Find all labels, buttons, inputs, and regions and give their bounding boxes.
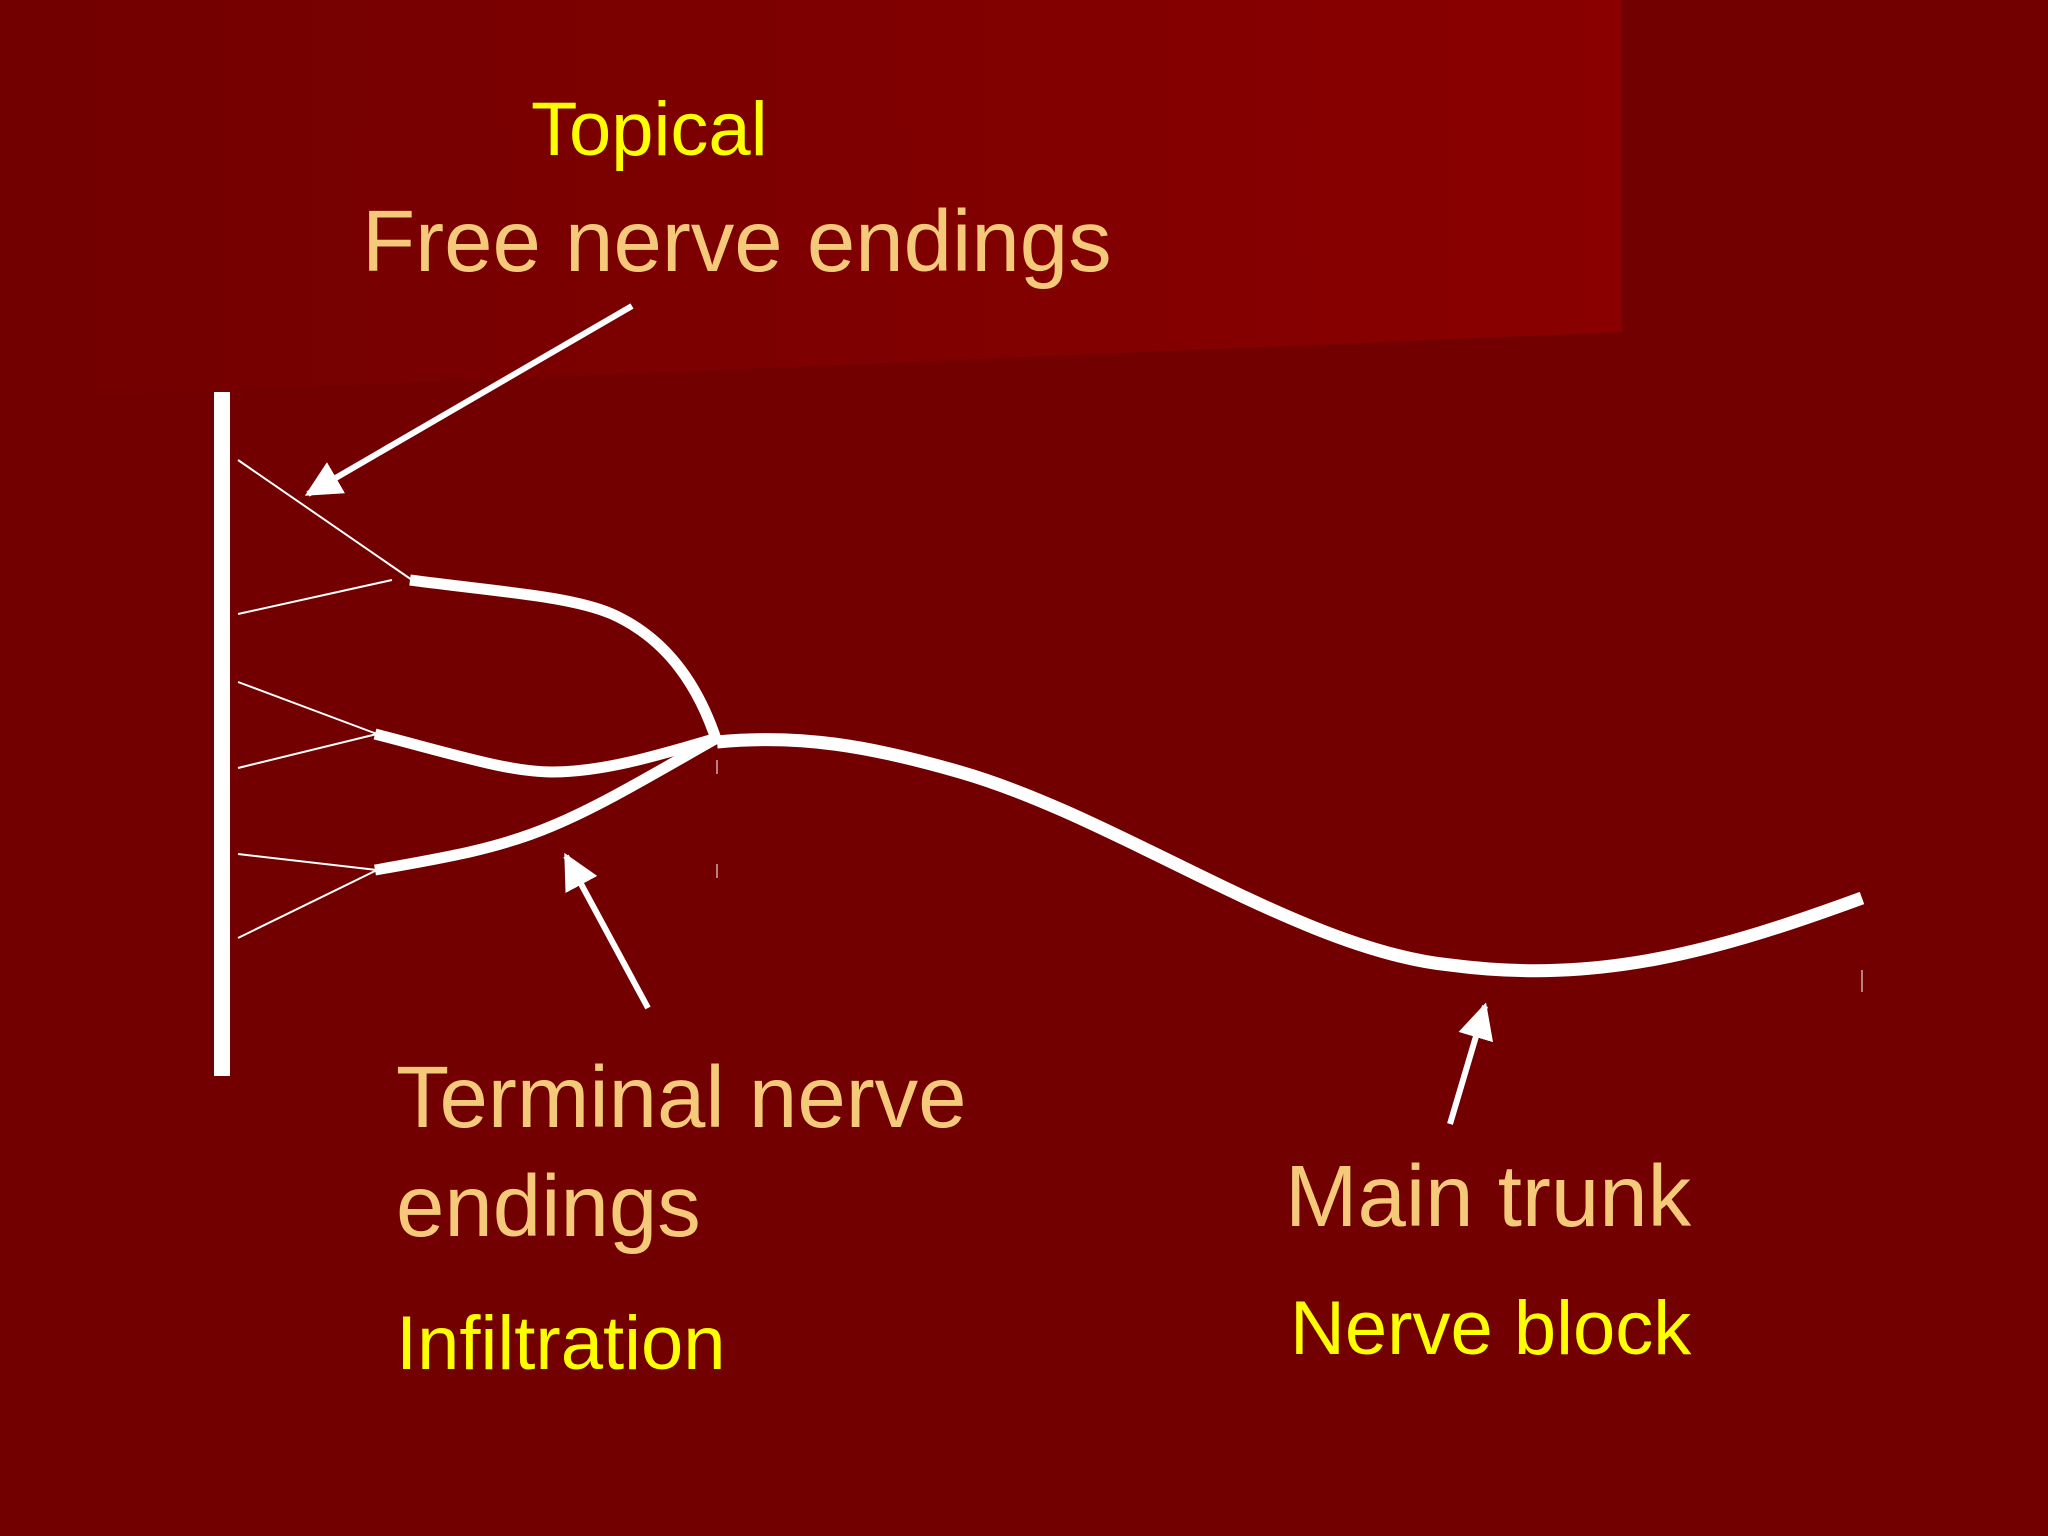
terminal-nerve-endings-label-line2: endings [396,1158,701,1255]
header-gradient-band [0,0,1622,400]
nerve-block-arrow [1447,1002,1494,1125]
main-trunk-nerve [716,733,1865,978]
nerve-block-label: Nerve block [1290,1286,1692,1371]
infiltration-arrow [563,852,651,1010]
free-nerve-ending-lines [237,459,413,939]
infiltration-label: Infiltration [396,1301,726,1386]
topical-label: Topical [531,87,768,172]
main-trunk-label: Main trunk [1285,1148,1692,1245]
terminal-nerve-branches [373,574,723,876]
topical-arrow [304,303,634,497]
tick-marks [716,760,1863,992]
terminal-nerve-endings-label-line1: Terminal nerve [396,1049,967,1146]
free-nerve-endings-label: Free nerve endings [362,193,1112,290]
